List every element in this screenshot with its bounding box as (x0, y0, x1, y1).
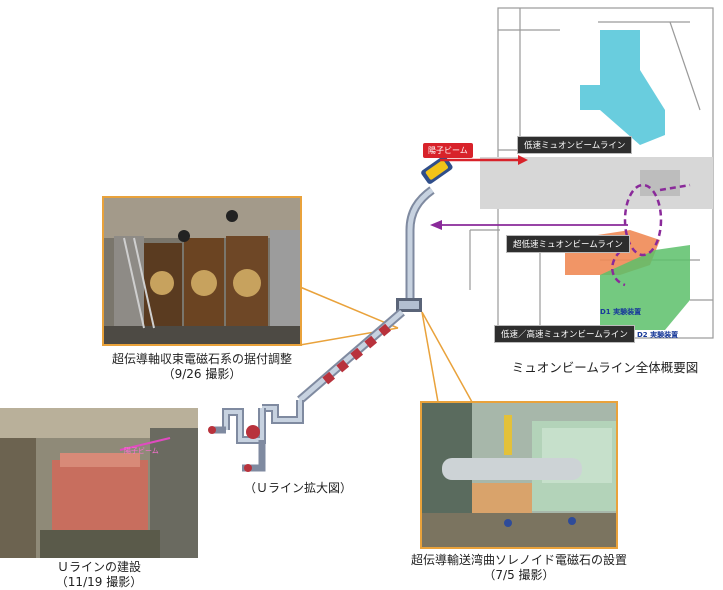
solenoid-install-caption: 超伝導輸送湾曲ソレノイド電磁石の設置 （7/5 撮影） (380, 553, 658, 583)
label-low-high-muon-line: 低速／高速ミュオンビームライン (494, 325, 635, 343)
magnet-alignment-photo (102, 196, 302, 346)
label-low-speed-muon-line: 低速ミュオンビームライン (517, 136, 633, 154)
label-ultra-low-muon-line: 超低速ミュオンビームライン (506, 235, 630, 253)
label-d1-apparatus: D1 実験装置 (600, 308, 642, 316)
u-line-diagram-caption: （Ｕライン拡大図） (243, 481, 352, 495)
magnet-alignment-caption: 超伝導軸収束電磁石系の据付調整 （9/26 撮影） (102, 352, 302, 382)
u-line-caption-line2: （11/19 撮影） (55, 575, 143, 589)
solenoid-photo-art (422, 403, 616, 547)
magnet-caption-line1: 超伝導軸収束電磁石系の据付調整 (111, 352, 292, 366)
u-line-caption-line1: Ｕラインの建設 (56, 560, 141, 574)
magnet-caption-line2: （9/26 撮影） (162, 367, 242, 381)
u-line-construction-caption: Ｕラインの建設 （11/19 撮影） (0, 560, 198, 590)
label-d2-apparatus: D2 実験装置 (637, 331, 679, 339)
u-line-construction-photo: 陽子ビーム (0, 408, 198, 558)
facility-plan-caption: ミュオンビームライン全体概要図 (511, 360, 699, 375)
u-line-photo-overlay-label: 陽子ビーム (124, 447, 159, 455)
proton-beam-tag: 陽子ビーム (423, 143, 473, 158)
u-line-photo-art (0, 408, 198, 558)
solenoid-install-photo (420, 401, 618, 549)
magnet-photo-art (104, 198, 300, 344)
solenoid-caption-line2: （7/5 撮影） (483, 568, 555, 582)
solenoid-caption-line1: 超伝導輸送湾曲ソレノイド電磁石の設置 (410, 553, 627, 567)
